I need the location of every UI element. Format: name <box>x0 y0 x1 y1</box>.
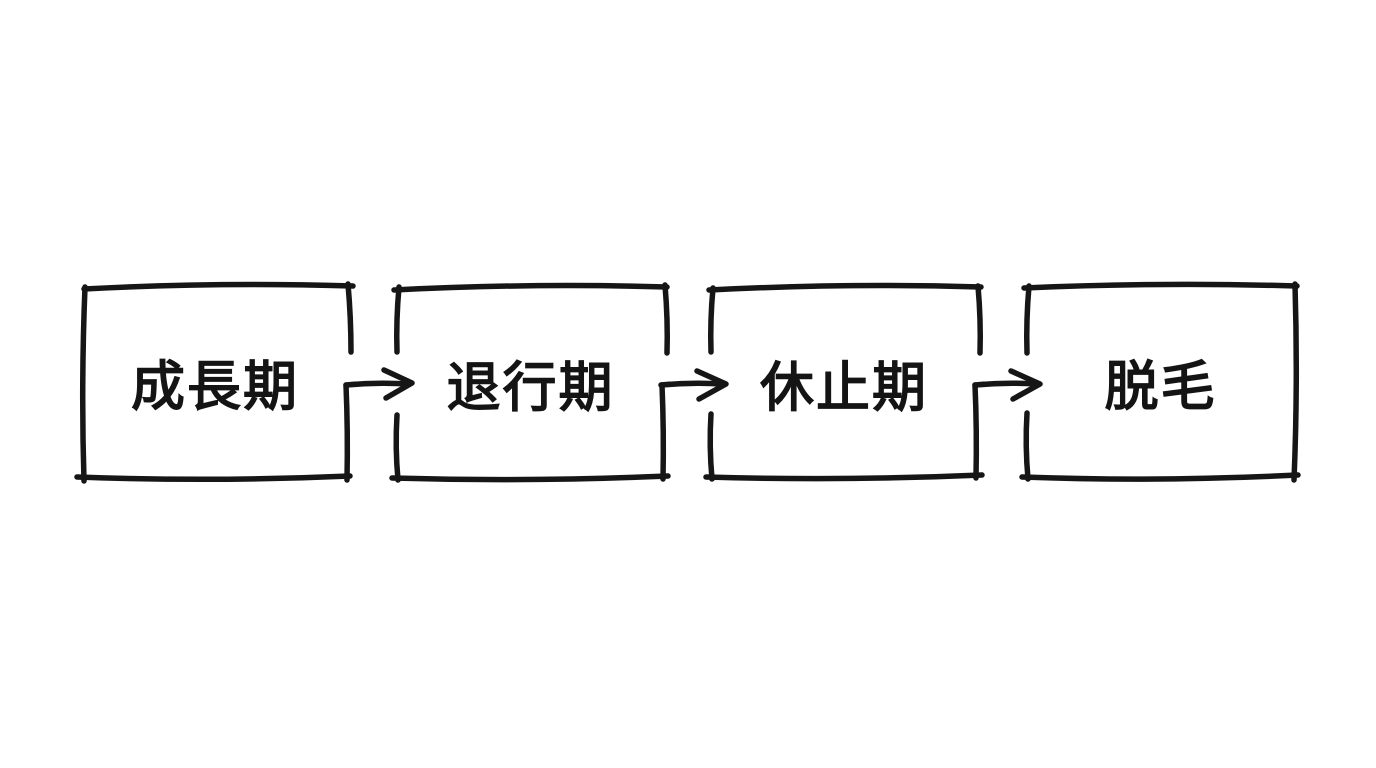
box1-bottom-edge <box>74 473 353 483</box>
box3-right-edge-lower <box>972 382 980 481</box>
box1-right-edge-upper <box>345 281 354 355</box>
box1-top-edge <box>81 281 356 292</box>
arrow2-right-head-icon <box>694 368 729 402</box>
box4-left-edge-lower <box>1023 410 1031 482</box>
connector-arrow-2 <box>658 368 729 402</box>
arrow1-right-head-icon <box>381 367 415 401</box>
box1-right-edge-lower <box>343 382 351 483</box>
box1-left-edge <box>79 284 88 484</box>
box3-left-edge-upper <box>708 285 716 355</box>
box2-bottom-edge <box>389 473 671 483</box>
box4-bottom-edge <box>1019 472 1301 482</box>
box2-right-edge-lower <box>659 382 667 482</box>
flow-node-label-shedding: 脱毛 <box>1104 355 1217 418</box>
flow-node-label-telogen: 休止期 <box>760 355 928 419</box>
connector-arrow-3 <box>972 368 1043 402</box>
arrow3-shaft <box>972 380 1040 388</box>
arrow2-shaft <box>658 380 726 388</box>
arrow1-shaft <box>343 380 412 388</box>
box3-bottom-edge <box>703 472 985 482</box>
box3-top-edge <box>706 282 984 293</box>
flow-node-label-anagen: 成長期 <box>131 355 299 418</box>
connector-arrow-1 <box>343 367 415 401</box>
flow-node-box-2 <box>389 282 671 483</box>
box4-right-edge <box>1291 281 1300 483</box>
box4-top-edge <box>1021 281 1300 291</box>
box4-left-edge-upper <box>1024 283 1032 356</box>
box2-left-edge-lower <box>393 412 401 483</box>
arrow3-right-head-icon <box>1008 368 1043 402</box>
box2-left-edge-upper <box>394 284 402 355</box>
box3-left-edge-lower <box>707 411 715 482</box>
flow-node-label-catagen: 退行期 <box>446 355 615 419</box>
box3-right-edge-upper <box>975 283 983 356</box>
flow-node-box-4 <box>1019 281 1301 483</box>
box2-right-edge-upper <box>662 282 670 356</box>
flow-node-box-1 <box>74 281 356 484</box>
box2-top-edge <box>391 282 670 293</box>
flow-node-box-3 <box>703 282 985 482</box>
